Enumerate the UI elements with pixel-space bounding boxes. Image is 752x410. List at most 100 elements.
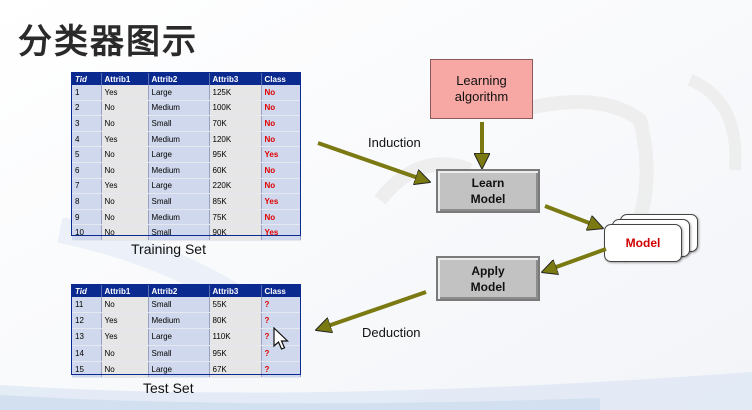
table-cell: Large: [148, 146, 210, 163]
table-cell: 1: [72, 85, 102, 101]
table-cell: Yes: [101, 312, 149, 330]
column-header: Class: [261, 285, 301, 297]
table-cell: Yes: [101, 131, 149, 148]
table-cell: Small: [148, 193, 210, 210]
table-cell: Small: [148, 345, 210, 362]
table-cell: Large: [148, 328, 210, 346]
table-cell: Large: [148, 361, 210, 378]
table-cell: 80K: [209, 312, 262, 330]
class-cell: ?: [261, 345, 301, 362]
class-cell: Yes: [261, 146, 301, 163]
class-cell: No: [261, 178, 301, 195]
table-cell: Medium: [148, 162, 210, 179]
table-cell: 4: [72, 131, 102, 148]
table-cell: 5: [72, 146, 102, 163]
table-cell: Medium: [148, 209, 210, 226]
table-cell: No: [101, 297, 149, 314]
table-cell: No: [101, 345, 149, 362]
table-cell: 12: [72, 312, 102, 330]
test-set-caption: Test Set: [143, 380, 194, 396]
table-cell: Medium: [148, 100, 210, 117]
table-cell: No: [101, 361, 149, 378]
column-header: Attrib1: [101, 73, 149, 85]
table-cell: 10: [72, 224, 102, 241]
class-cell: No: [261, 100, 301, 117]
table-cell: 120K: [209, 131, 262, 148]
table-cell: 85K: [209, 193, 262, 210]
table-cell: 3: [72, 115, 102, 132]
table-cell: 2: [72, 100, 102, 117]
table-cell: 95K: [209, 345, 262, 362]
table-cell: 90K: [209, 224, 262, 241]
table-cell: Medium: [148, 131, 210, 148]
class-cell: No: [261, 209, 301, 226]
table-cell: Small: [148, 297, 210, 314]
table-cell: 13: [72, 328, 102, 346]
training-set-caption: Training Set: [131, 241, 206, 257]
table-cell: 220K: [209, 178, 262, 195]
table-cell: 125K: [209, 85, 262, 101]
column-header: Attrib3: [209, 73, 262, 85]
table-cell: Yes: [101, 328, 149, 346]
table-cell: Yes: [101, 85, 149, 101]
table-cell: 67K: [209, 361, 262, 378]
column-header: Attrib3: [209, 285, 262, 297]
table-cell: 95K: [209, 146, 262, 163]
deduction-label: Deduction: [362, 325, 421, 340]
test-set-frame: [71, 284, 301, 375]
table-cell: No: [101, 146, 149, 163]
class-cell: No: [261, 162, 301, 179]
model-box: Model: [604, 224, 682, 262]
column-header: Attrib1: [101, 285, 149, 297]
apply-model-box: Apply Model: [436, 256, 540, 301]
table-cell: Small: [148, 224, 210, 241]
learn-model-box: Learn Model: [436, 169, 540, 213]
table-cell: 110K: [209, 328, 262, 346]
table-cell: No: [101, 100, 149, 117]
table-cell: Large: [148, 178, 210, 195]
learning-algorithm-box: Learning algorithm: [430, 59, 533, 119]
class-cell: Yes: [261, 193, 301, 210]
table-cell: Small: [148, 115, 210, 132]
induction-label: Induction: [368, 135, 421, 150]
table-cell: No: [101, 193, 149, 210]
class-cell: No: [261, 115, 301, 132]
table-cell: 9: [72, 209, 102, 226]
table-cell: No: [101, 162, 149, 179]
class-cell: ?: [261, 297, 301, 314]
table-cell: 55K: [209, 297, 262, 314]
class-cell: ?: [261, 312, 301, 330]
table-cell: 8: [72, 193, 102, 210]
table-cell: Medium: [148, 312, 210, 330]
page-title: 分类器图示: [18, 22, 198, 62]
class-cell: No: [261, 85, 301, 101]
table-cell: 70K: [209, 115, 262, 132]
column-header: Attrib2: [148, 285, 210, 297]
table-cell: 7: [72, 178, 102, 195]
table-cell: No: [101, 115, 149, 132]
training-set-frame: [71, 72, 301, 236]
cursor-icon: [273, 327, 289, 350]
table-cell: 60K: [209, 162, 262, 179]
table-cell: 100K: [209, 100, 262, 117]
table-cell: No: [101, 209, 149, 226]
table-cell: No: [101, 224, 149, 241]
column-header: Tid: [72, 285, 102, 297]
